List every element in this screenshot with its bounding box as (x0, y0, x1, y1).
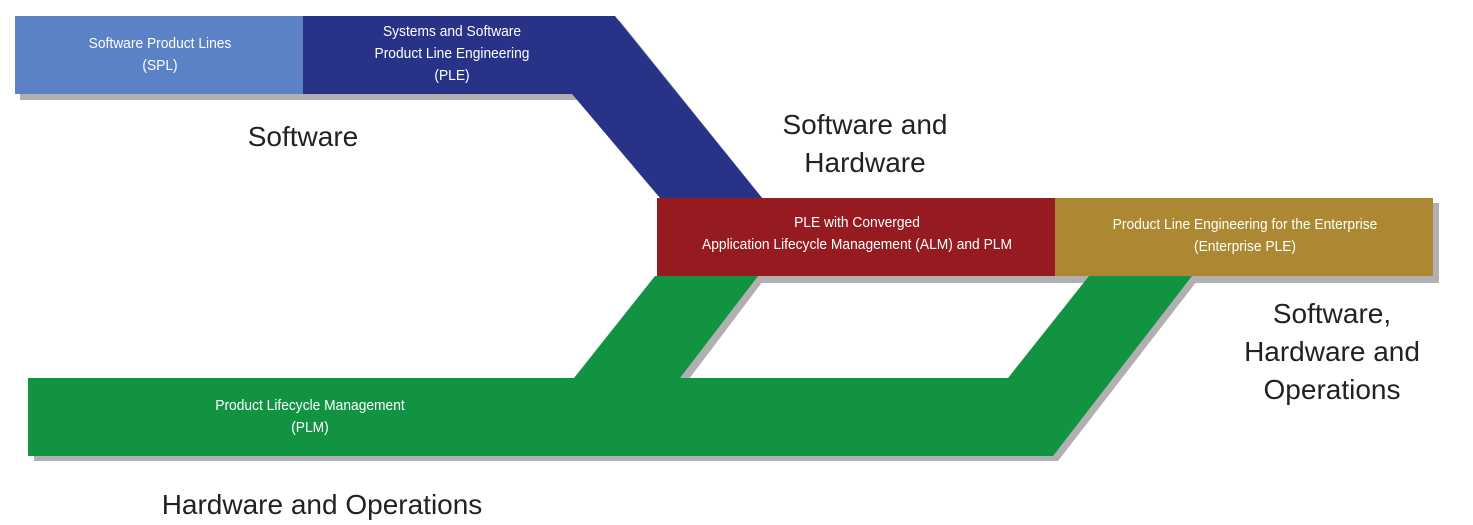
enterprise-label: Product Line Engineering for the Enterpr… (1070, 214, 1420, 258)
plm-label-line1: Product Lifecycle Management (215, 397, 405, 414)
ple-track (303, 16, 762, 198)
alm-label-line1: PLE with Converged (794, 214, 920, 231)
caption-software-hardware-operations: Software, Hardware and Operations (1222, 295, 1442, 409)
spl-box (15, 16, 305, 94)
plm-label: Product Lifecycle Management (PLM) (172, 395, 448, 439)
caption-hardware-operations: Hardware and Operations (122, 486, 522, 524)
alm-label: PLE with Converged Application Lifecycle… (673, 212, 1041, 256)
caption-software-hardware: Software and Hardware (755, 106, 975, 182)
caption-software-text: Software (247, 121, 359, 152)
spl-label-line2: (SPL) (142, 57, 178, 74)
spl-label: Software Product Lines (SPL) (27, 33, 294, 77)
caption-sho-line3: Operations (1263, 374, 1401, 405)
caption-software-hardware-line1: Software and (782, 109, 948, 140)
enterprise-label-line2: (Enterprise PLE) (1193, 238, 1297, 255)
spl-label-line1: Software Product Lines (88, 35, 232, 52)
alm-label-line2: Application Lifecycle Management (ALM) a… (702, 236, 1012, 253)
enterprise-box (1055, 198, 1433, 276)
caption-sho-line1: Software, (1272, 298, 1392, 329)
caption-sho-line2: Hardware and (1244, 336, 1420, 367)
caption-software: Software (203, 118, 403, 156)
alm-box (657, 198, 1057, 276)
plm-label-line2: (PLM) (291, 419, 329, 436)
ple-label: Systems and Software Product Line Engine… (314, 21, 590, 87)
plm-track (28, 276, 1192, 456)
ple-label-line2: Product Line Engineering (374, 45, 530, 62)
ple-label-line3: (PLE) (434, 67, 470, 84)
caption-software-hardware-line2: Hardware (804, 147, 926, 178)
ple-label-line1: Systems and Software (382, 23, 522, 40)
enterprise-label-line1: Product Line Engineering for the Enterpr… (1112, 216, 1378, 233)
caption-hardware-operations-text: Hardware and Operations (161, 489, 483, 520)
